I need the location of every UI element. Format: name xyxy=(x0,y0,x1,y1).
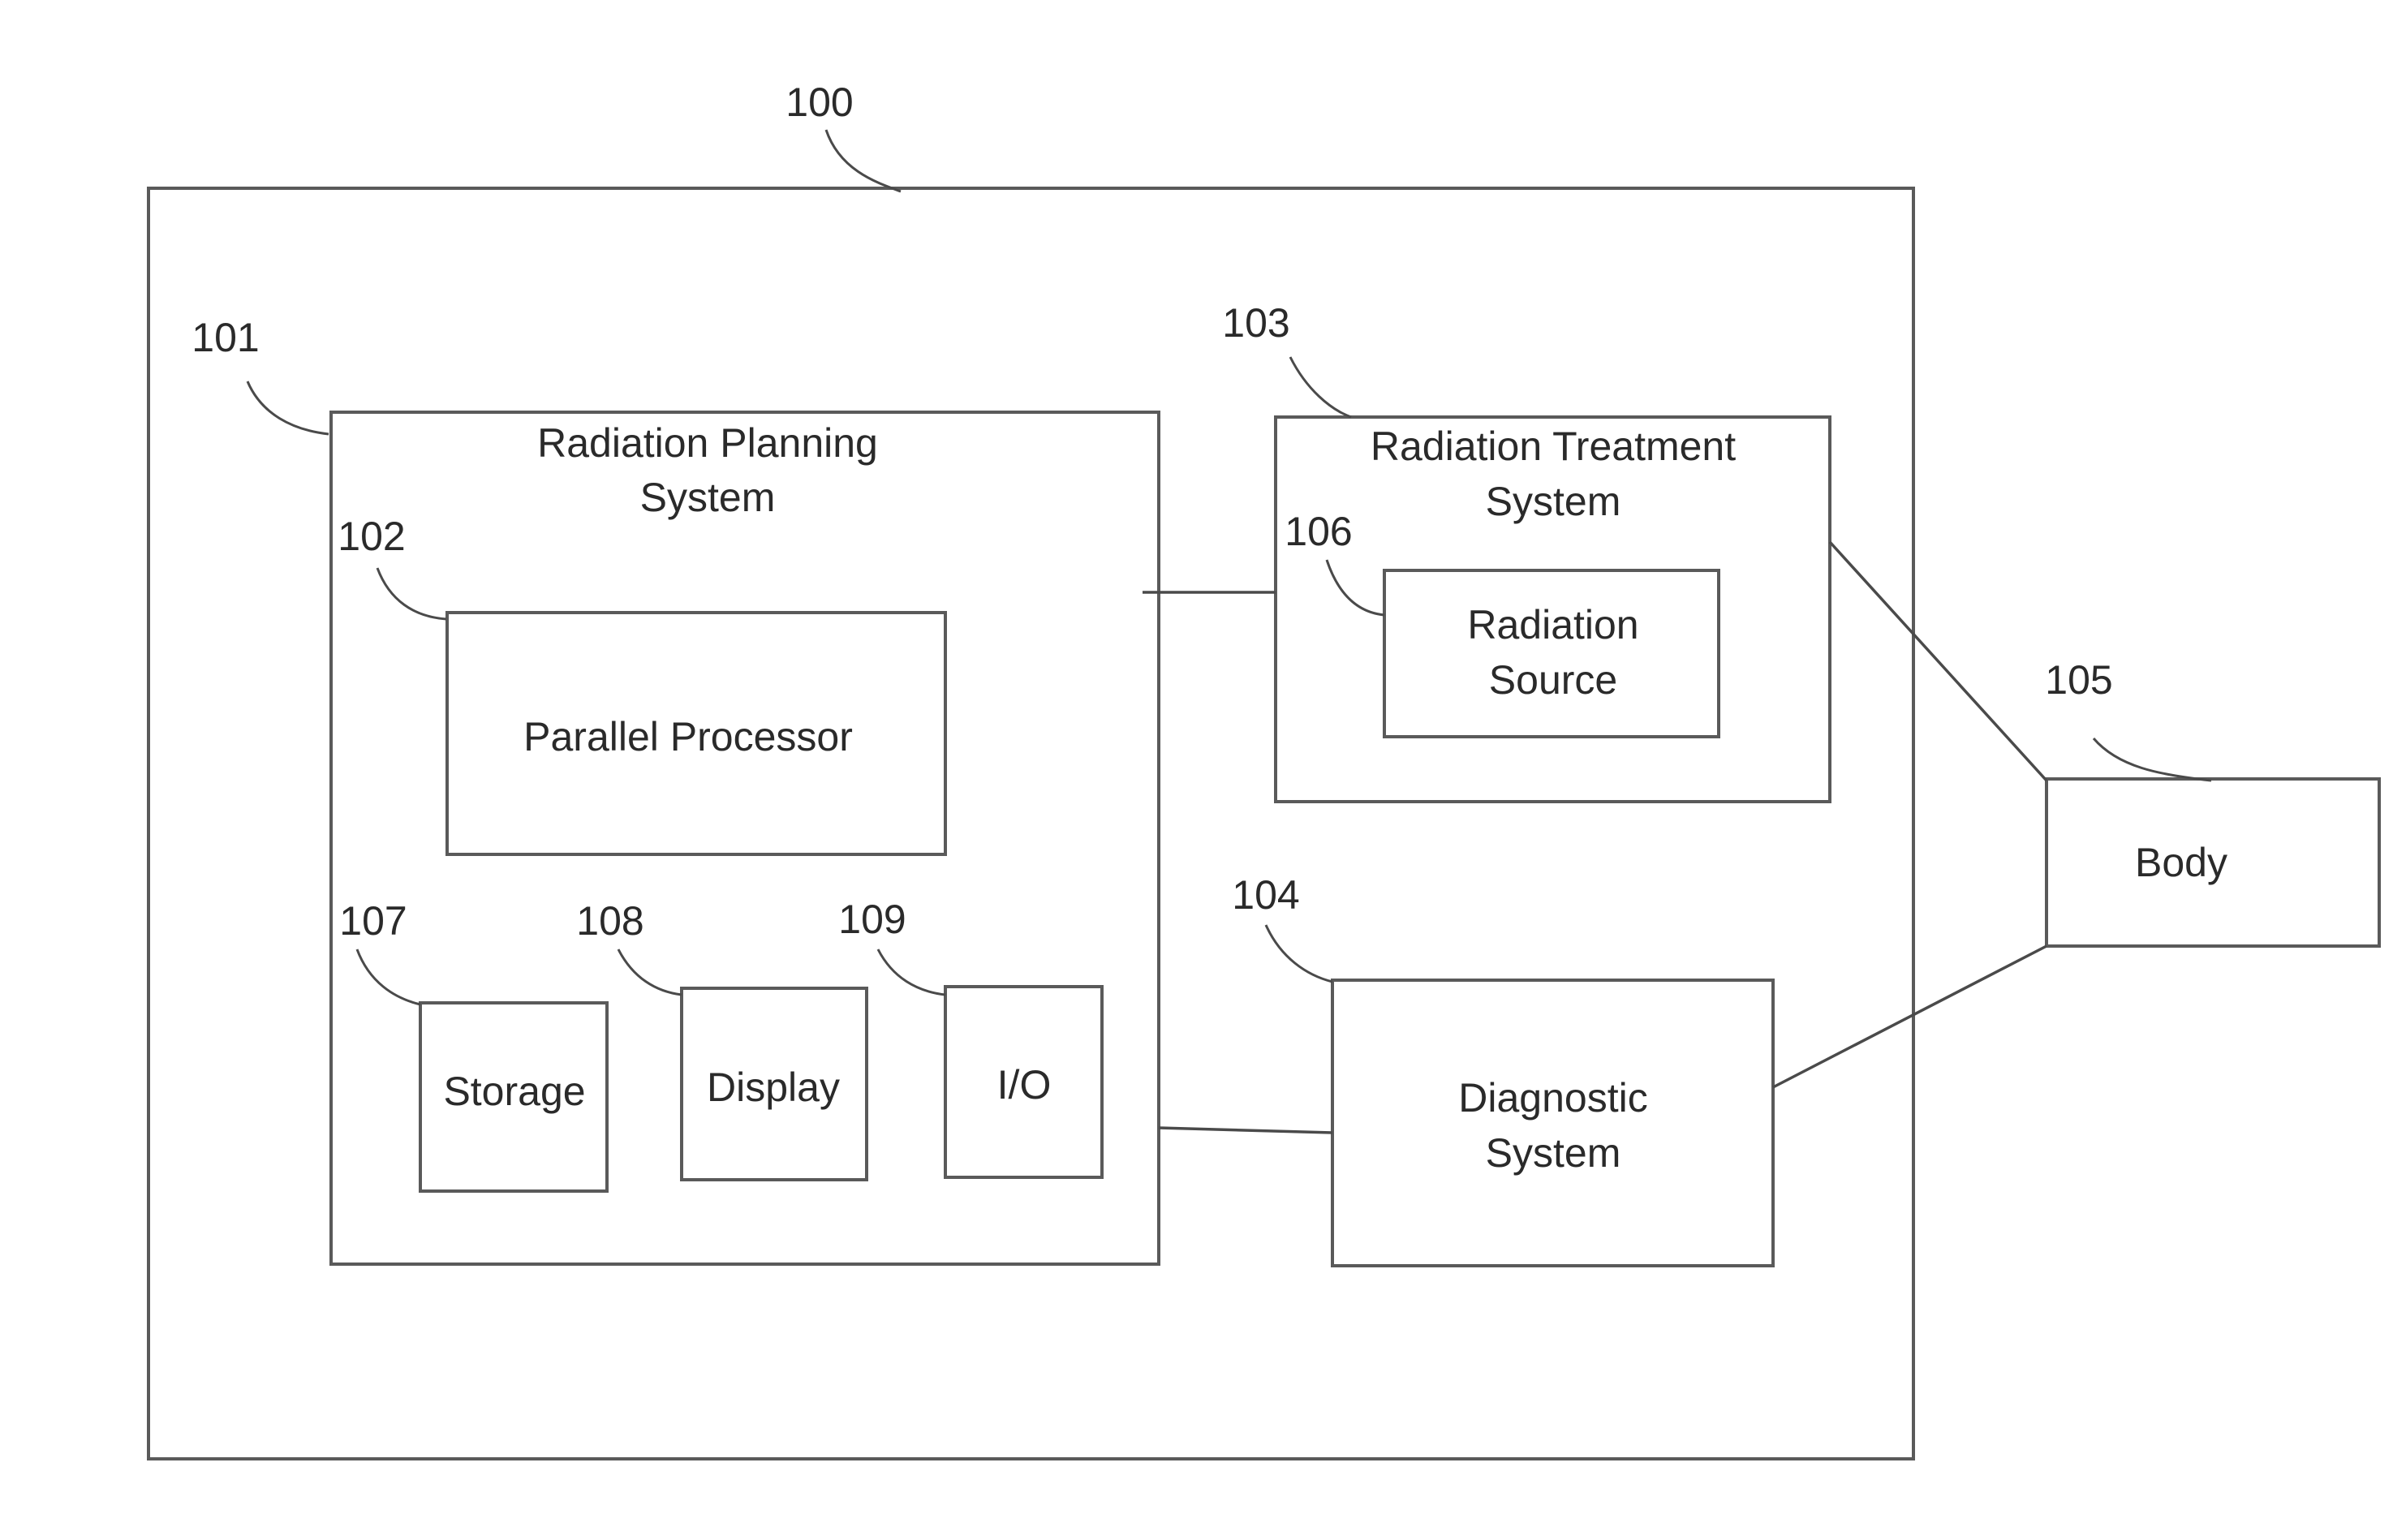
system-leader xyxy=(826,130,901,191)
radiation-source-box xyxy=(1384,570,1719,737)
storage-ref-number: 107 xyxy=(339,898,407,944)
planning-system-ref-number: 101 xyxy=(192,315,259,360)
diagnostic-system-label: System xyxy=(1486,1130,1621,1176)
radiation-source-label: Source xyxy=(1489,657,1617,703)
body-label: Body xyxy=(2135,840,2227,885)
diagnostic-system-ref-number: 104 xyxy=(1232,872,1299,918)
storage-label: Storage xyxy=(443,1069,585,1114)
diagnostic-system-label: Diagnostic xyxy=(1458,1075,1647,1121)
io-ref-number: 109 xyxy=(838,897,906,942)
treatment-system-label: System xyxy=(1486,479,1621,524)
body-ref-number: 105 xyxy=(2045,657,2112,703)
parallel-processor-ref-number: 102 xyxy=(338,514,405,559)
display-label: Display xyxy=(707,1065,840,1110)
io-label: I/O xyxy=(997,1062,1052,1108)
system-ref-number: 100 xyxy=(785,80,853,125)
radiation-source-label: Radiation xyxy=(1467,602,1638,647)
planning-system-label: Radiation Planning xyxy=(537,420,878,466)
body-leader xyxy=(2094,738,2211,781)
planning-system-label: System xyxy=(640,475,776,520)
treatment-system-label: Radiation Treatment xyxy=(1371,424,1736,469)
treatment-system-ref-number: 103 xyxy=(1222,300,1289,346)
parallel-processor-label: Parallel Processor xyxy=(523,714,853,759)
display-ref-number: 108 xyxy=(576,898,643,944)
diagnostic-system-box xyxy=(1332,980,1773,1266)
radiation-source-ref-number: 106 xyxy=(1285,509,1352,554)
